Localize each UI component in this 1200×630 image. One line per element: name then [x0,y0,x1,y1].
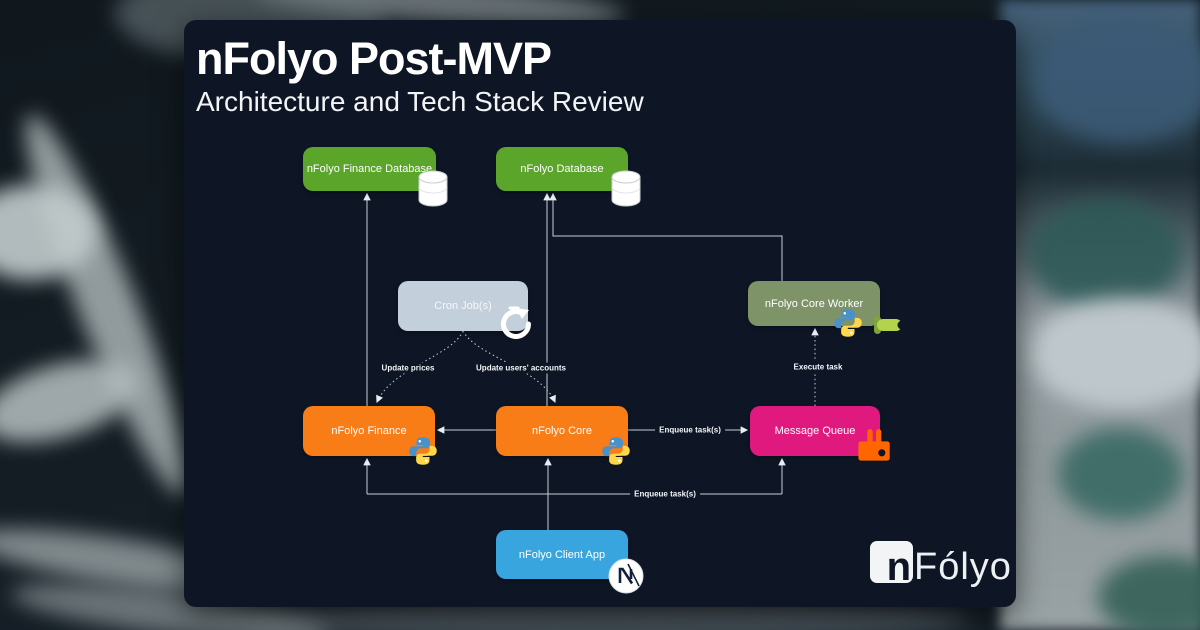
node-database: nFolyo Database [496,147,628,191]
node-label: nFolyo Client App [518,548,606,561]
node-client-app: nFolyo Client App [496,530,628,579]
nfolyo-logo: n Fólyo [870,541,1012,588]
node-label: nFolyo Core [532,425,592,437]
rabbitmq-icon [856,426,892,469]
node-message-queue: Message Queue [750,406,880,456]
page-subtitle: Architecture and Tech Stack Review [196,85,644,117]
node-label: nFolyo Core Worker [764,297,864,310]
nfolyo-logo-square: n [870,541,913,583]
diagram-connectors [363,192,819,530]
node-label: nFolyo Finance [331,425,407,437]
nfolyo-logo-word: Fólyo [914,545,1012,588]
page-title: nFolyo Post-MVP [196,33,552,84]
refresh-icon [496,304,536,349]
edge-label-update-prices: Update prices [377,362,439,374]
card-panel: nFolyo Post-MVP Architecture and Tech St… [184,20,1016,607]
edge-worker-to-db [549,192,783,281]
python-icon [408,436,438,471]
node-finance-service: nFolyo Finance [303,406,435,456]
database-cylinder-icon [417,170,449,212]
edge-label-update-users: Update users' accounts [472,362,570,374]
node-cron-jobs: Cron Job(s) [398,281,528,331]
card-header: nFolyo Post-MVP Architecture and Tech St… [196,34,644,118]
node-label: nFolyo Finance Database [306,163,433,175]
edge-label-execute-task: Execute task [789,361,847,373]
architecture-diagram: nFolyo Finance Database nFolyo Database … [184,20,1016,607]
nfolyo-logo-letter: n [886,544,911,583]
node-label: Cron Job(s) [434,300,492,312]
python-icon [601,436,631,471]
nextjs-icon [608,558,644,599]
node-finance-database: nFolyo Finance Database [303,147,436,191]
edge-label-enqueue-bottom: Enqueue task(s) [630,488,700,500]
edge-cron-to-finance [376,330,464,404]
database-cylinder-icon [610,170,642,212]
python-icon [833,308,863,343]
node-label: Message Queue [774,425,856,437]
node-label: nFolyo Database [520,163,604,175]
celery-icon [874,315,907,340]
edge-label-enqueue-core: Enqueue task(s) [655,424,725,436]
